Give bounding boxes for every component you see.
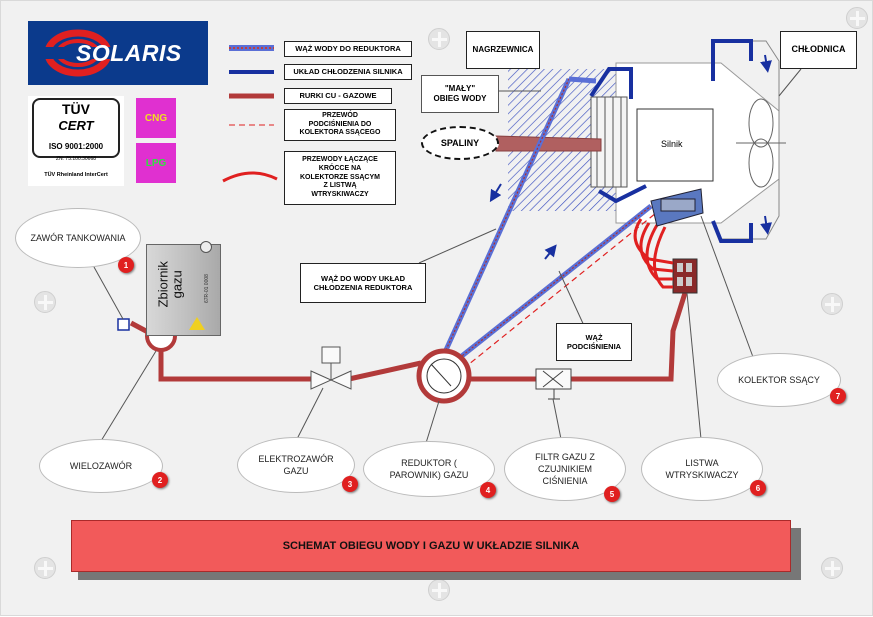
tuv-certificate: TÜV CERT ISO 9001:2000 ZN: 75.100.30668 … [28, 96, 124, 186]
flow-arrow [760, 215, 773, 235]
component-intake-manifold: KOLEKTOR SSĄCY [717, 353, 841, 407]
cng-badge: CNG [136, 98, 176, 138]
banner-title: SCHEMAT OBIEGU WODY I GAZU W UKŁADZIE SI… [282, 540, 580, 552]
screw-icon [428, 28, 450, 50]
legend-label-5: PRZEWODY ŁĄCZĄCE KRÓCCE NA KOLEKTORZE SS… [284, 151, 396, 205]
gas-filter-icon [535, 368, 572, 400]
iso-text: ISO 9001:2000 [48, 142, 104, 151]
reducer-water-label: WĄŻ DO WODY UKŁAD CHŁODZENIA REDUKTORA [300, 263, 426, 303]
component-number-badge: 1 [118, 257, 134, 273]
zn-text: ZN: 75.100.30668 [55, 156, 97, 162]
tuv-text: TÜV [62, 101, 90, 117]
screw-icon [821, 557, 843, 579]
heater-area [508, 69, 616, 211]
screw-icon [34, 291, 56, 313]
screw-icon [428, 579, 450, 601]
tuv-seal-icon [32, 98, 120, 158]
flow-arrow [489, 183, 502, 203]
coolant-pipe-heater-bottom [597, 184, 647, 204]
coolant-pipe-radiator-top [711, 39, 753, 81]
gas-pipe-main [158, 341, 313, 382]
component-number-badge: 5 [604, 486, 620, 502]
component-reducer: REDUKTOR ( PAROWNIK) GAZU [363, 441, 495, 497]
component-injector-rail: LISTWA WTRYSKIWACZY [641, 437, 763, 501]
component-solenoid-valve: ELEKTROZAWÓR GAZU [237, 437, 355, 493]
gas-pipe-segment [348, 360, 422, 382]
solenoid-valve-icon [310, 346, 352, 390]
cng-label: CNG [144, 112, 168, 124]
cert-text: CERT [58, 118, 94, 133]
component-multivalve: WIELOZAWÓR [39, 439, 163, 493]
component-gas-filter: FILTR GAZU Z CZUJNIKIEM CIŚNIENIA [504, 437, 626, 501]
component-number-badge: 6 [750, 480, 766, 496]
legend-label-3: RURKI CU - GAZOWE [284, 88, 392, 104]
screw-icon [34, 557, 56, 579]
solaris-logo: SOLARIS [28, 21, 208, 85]
heat-exchanger [590, 96, 628, 188]
reducer [416, 348, 472, 404]
reducer-inner [426, 358, 462, 394]
legend-label-1: WĄŻ WODY DO REDUKTORA [284, 41, 412, 57]
flow-arrow [760, 54, 772, 73]
reducer-water-hose [438, 77, 572, 363]
vacuum-hose-label: WĄŻ PODCIŚNIENIA [556, 323, 632, 361]
component-number-badge: 7 [830, 388, 846, 404]
logo-text: SOLARIS [76, 40, 182, 66]
logo-swoosh-icon [36, 29, 196, 77]
engine-label: Silnik [661, 139, 683, 149]
gas-tank: Zbiornik gazu 67R-01 0008 [146, 241, 221, 336]
fan-icon [736, 98, 786, 188]
component-number-badge: 2 [152, 472, 168, 488]
screw-icon [846, 7, 868, 29]
legend-label-4: PRZEWÓD PODCIŚNIENIA DO KOLEKTORA SSĄCEG… [284, 109, 396, 141]
heater-label: NAGRZEWNICA [466, 31, 540, 69]
component-number-badge: 4 [480, 482, 496, 498]
coolant-pipe-top [589, 67, 633, 99]
warning-icon [189, 317, 205, 330]
intake-manifold-icon [650, 188, 704, 227]
tank-gauge-icon [200, 241, 212, 253]
gas-tank-label: Zbiornik gazu [155, 261, 185, 308]
lpg-badge: LPG [136, 143, 176, 183]
legend-label-2: UKŁAD CHŁODZENIA SILNIKA [284, 64, 412, 80]
component-filling-valve: ZAWÓR TANKOWANIA [15, 208, 141, 268]
exhaust-label: SPALINY [421, 126, 499, 160]
engine-block [615, 62, 780, 224]
small-circuit-label: "MAŁY" OBIEG WODY [421, 75, 499, 113]
radiator [721, 40, 780, 240]
component-number-badge: 3 [342, 476, 358, 492]
legend-swatch-connectors [222, 171, 278, 183]
exhaust-pipe [495, 135, 602, 152]
filling-valve-icon [117, 318, 130, 331]
gas-tank-small-text: 67R-01 0008 [204, 274, 210, 303]
radiator-label: CHŁODNICA [780, 31, 857, 69]
reducer-water-hose [568, 76, 597, 84]
injector-rail-icon [672, 258, 698, 294]
issuer-text: TÜV Rheinland InterCert [44, 172, 108, 178]
exhaust-text: SPALINY [440, 138, 480, 148]
connector-hoses [633, 218, 674, 289]
coolant-pipe-radiator-bottom [711, 220, 753, 243]
flow-arrow [544, 244, 557, 260]
lpg-label: LPG [145, 157, 167, 169]
screw-icon [821, 293, 843, 315]
reducer-water-hose-stripe [440, 78, 570, 362]
title-banner: SCHEMAT OBIEGU WODY I GAZU W UKŁADZIE SI… [71, 520, 791, 572]
